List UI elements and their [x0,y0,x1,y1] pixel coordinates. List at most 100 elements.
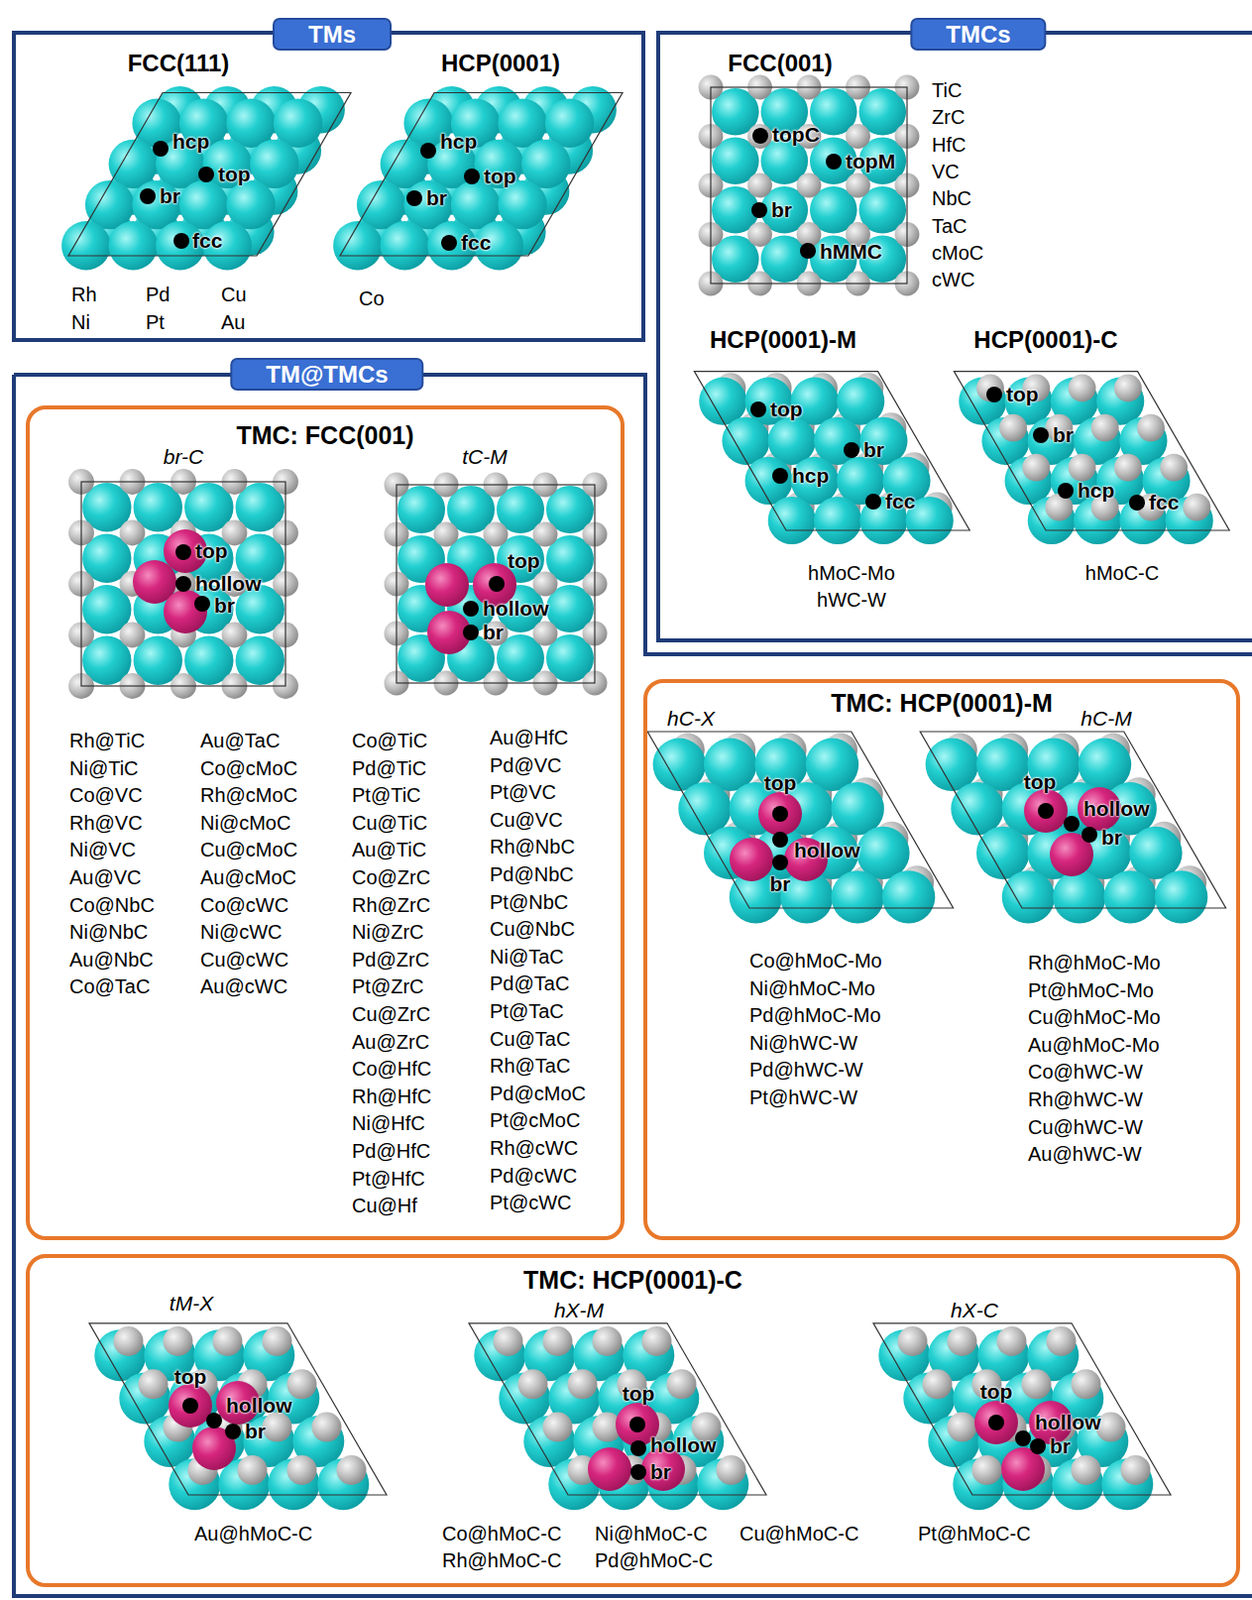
system-label: Pt@hMoC-C [917,1522,1031,1545]
model-label: hX-C [950,1298,999,1322]
system-label: Ni@cWC [200,920,283,943]
site-label: br [1052,423,1074,447]
site-label: top [507,549,541,572]
system-label: Ni@ZrC [351,920,425,943]
site-label: br [426,186,448,210]
system-label: Co@hMoC-C [442,1522,562,1545]
system-label: Rh@VC [69,811,143,834]
site-label: top [770,397,803,421]
system-label: Au [221,311,245,334]
site-label: top [483,164,517,188]
site-label: hollow [794,838,861,862]
site-label: hcp [792,463,829,487]
system-label: Ni@hWC-W [749,1031,858,1054]
system-label: Pt [145,311,165,334]
system-label: Au@TiC [351,838,427,861]
system-label: Co@TaC [69,975,150,998]
system-label: Ni@VC [69,838,136,861]
system-label: Pd@hMoC-Mo [749,1004,882,1026]
site-label: br [863,438,885,461]
site-label: fcc [1148,490,1179,514]
site-label: top [980,1379,1014,1403]
system-label: Cu@cMoC [200,838,298,861]
system-label: Cu@Hf [351,1194,418,1217]
system-label: Pd@hWC-W [749,1058,864,1081]
model-label: hC-X [667,706,715,730]
system-label: cWC [931,268,975,291]
system-label: Rh@NbC [489,835,575,858]
panel-tab: TMs [272,17,392,51]
system-label: Pd@HfC [351,1139,431,1162]
facet-title: HCP(0001)-M [709,327,857,353]
system-label: Au@NbC [69,948,154,971]
system-label: Cu [221,283,247,306]
system-label: Au@cWC [200,975,288,998]
site-label: hollow [482,596,550,620]
facet-title: FCC(111) [127,50,230,77]
system-label: ZrC [931,106,965,128]
site-label: topM [845,149,896,173]
system-label: Au@HfC [489,726,569,749]
site-label: top [1024,770,1057,794]
system-label: Rh@cMoC [200,784,298,806]
system-label: Au@TaC [200,729,280,752]
panel-heading: TMC: FCC(001) [235,421,414,451]
system-label: Cu@cWC [200,948,289,971]
system-label: Ni [71,311,91,334]
system-label: Rh@TiC [69,729,145,752]
site-label: hollow [195,571,262,595]
site-label: br [244,1419,266,1443]
site-label: top [622,1381,656,1405]
site-label: top [174,1365,208,1388]
site-label: topC [772,122,820,146]
system-label: Co [358,287,385,310]
site-label: top [195,539,228,563]
system-label: Au@ZrC [351,1030,430,1053]
system-label: Rh@HfC [351,1085,432,1108]
site-label: top [218,162,251,186]
system-label: Pt@TiC [351,784,422,806]
system-label: Cu@hWC-W [1027,1116,1143,1139]
site-label: br [650,1460,672,1483]
system-label: cMoC [931,241,984,264]
system-label: hMoC-Mo [807,562,896,584]
system-label: Pd@cWC [489,1164,577,1187]
system-label: Pd@NbC [489,863,574,886]
system-label: Rh@hMoC-C [442,1549,562,1572]
system-label: Ni@hMoC-C [594,1522,708,1545]
system-label: Pd@VC [489,754,563,777]
system-label: Pd@TaC [489,972,570,995]
system-label: Co@hWC-W [1027,1060,1143,1083]
model-label: tC-M [461,445,508,468]
system-label: Ni@cMoC [200,811,291,834]
system-label: TaC [931,215,968,237]
site-label: fcc [460,230,491,254]
model-label: hX-M [554,1298,604,1322]
system-label: Pd@TiC [351,757,427,780]
system-label: TiC [931,79,962,102]
system-label: Pt@cWC [489,1191,572,1214]
site-label: hcp [440,129,477,153]
system-label: Au@cMoC [200,866,297,889]
system-label: Ni@HfC [351,1112,426,1135]
site-label: hollow [650,1433,717,1457]
system-label: Co@NbC [69,894,155,916]
system-label: Pt@ZrC [351,975,425,998]
site-label: br [771,198,793,222]
site-label: hollow [226,1393,293,1417]
system-label: Cu@hMoC-Mo [1027,1006,1161,1028]
site-label: hollow [1083,796,1150,820]
panel-tab: TMCs [910,17,1046,51]
system-label: Au@hMoC-C [194,1522,313,1545]
system-label: Co@TiC [351,729,428,752]
system-label: hWC-W [816,588,887,611]
system-label: Au@hMoC-Mo [1027,1033,1160,1056]
system-label: Rh@cWC [489,1137,578,1159]
site-label: br [1049,1434,1071,1458]
facet-title: HCP(0001)-C [973,327,1118,353]
system-label: NbC [931,187,972,210]
system-label: Rh@ZrC [351,894,431,916]
system-label: Cu@TaC [489,1027,570,1050]
site-label: hMMC [819,239,883,263]
